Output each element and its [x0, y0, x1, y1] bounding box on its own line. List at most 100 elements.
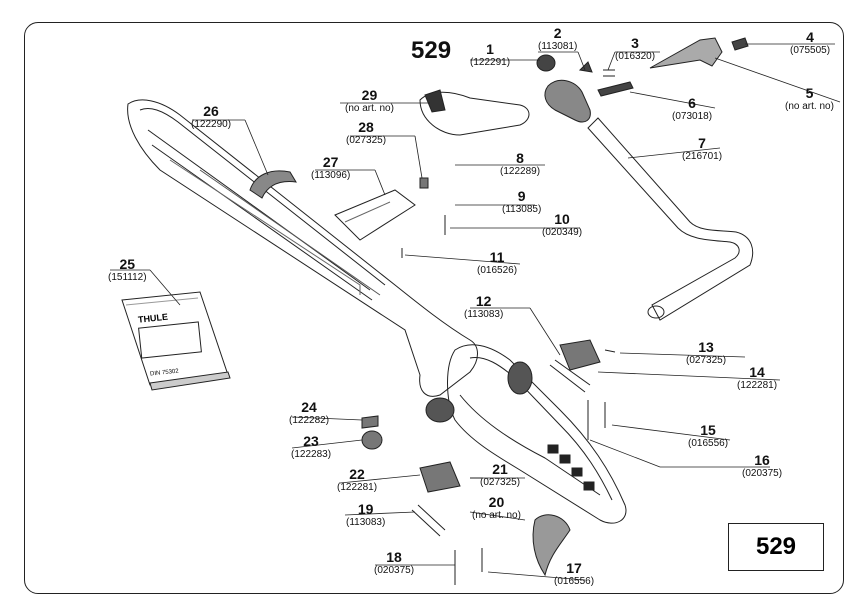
- part-number: 8: [516, 150, 524, 166]
- article-number: (122289): [500, 166, 541, 177]
- part-label-10: 10(020349): [542, 212, 582, 238]
- part-number: 7: [698, 135, 706, 151]
- part-label-2: 2(113081): [538, 26, 577, 52]
- part-number: 9: [517, 188, 526, 204]
- article-number: (016526): [477, 265, 518, 276]
- part-number: 4: [806, 29, 814, 45]
- part-number: 22: [349, 466, 365, 482]
- part-label-16: 16(020375): [742, 453, 782, 479]
- clamp-parts-right: [549, 339, 616, 440]
- part-number: 6: [688, 95, 696, 111]
- part-label-8: 8(122289): [500, 151, 540, 177]
- article-number: (no art. no): [345, 103, 394, 114]
- part-number: 20: [488, 494, 505, 510]
- part-number: 11: [489, 249, 505, 265]
- cover-part: [419, 89, 530, 136]
- article-number: (122291): [470, 57, 511, 68]
- part-label-4: 4(075505): [790, 30, 830, 56]
- part-label-3: 3(016320): [615, 36, 655, 62]
- article-number: (113081): [538, 41, 578, 52]
- part-label-29: 29(no art. no): [345, 88, 394, 114]
- article-number: (122290): [191, 119, 232, 130]
- part-number: 25: [119, 256, 136, 272]
- part-number: 16: [754, 452, 770, 468]
- article-number: (020375): [374, 565, 415, 576]
- knob-assembly: [536, 37, 749, 123]
- article-number: (027325): [480, 477, 521, 488]
- part-number: 19: [357, 501, 374, 517]
- part-number: 2: [553, 25, 562, 41]
- bracket-plate: [334, 189, 416, 241]
- part-number: 12: [475, 293, 492, 309]
- part-label-12: 12(113083): [464, 294, 503, 320]
- part-number: 17: [566, 560, 582, 576]
- manual-brand: THULE: [138, 312, 169, 325]
- curved-handle-bar: [587, 117, 754, 321]
- article-number: (113083): [464, 309, 504, 320]
- article-number: (122281): [737, 380, 778, 391]
- part-number: 27: [322, 154, 339, 170]
- part-label-11: 11(016526): [477, 250, 517, 276]
- manual-code: DIN 75302: [150, 369, 180, 378]
- part-number: 3: [631, 35, 639, 51]
- part-number: 13: [698, 339, 714, 355]
- part-label-14: 14(122281): [737, 365, 777, 391]
- main-frame-arm: [127, 99, 478, 397]
- diagram-frame: [24, 22, 844, 594]
- article-number: (no art. no): [472, 510, 521, 521]
- wheel-tray: [425, 344, 627, 524]
- part-label-7: 7(216701): [682, 136, 722, 162]
- part-label-21: 21(027325): [480, 462, 520, 488]
- part-label-1: 1(122291): [470, 42, 510, 68]
- article-number: (020375): [742, 468, 783, 479]
- article-number: (113096): [311, 170, 351, 181]
- part-label-9: 9(113085): [502, 189, 541, 215]
- part-label-24: 24(122282): [289, 400, 329, 426]
- article-number: (216701): [682, 151, 723, 162]
- part-label-13: 13(027325): [686, 340, 726, 366]
- part-label-15: 15(016556): [688, 423, 728, 449]
- part-label-23: 23(122283): [291, 434, 331, 460]
- diagram-title: 529: [411, 37, 452, 64]
- article-number: (113083): [346, 517, 386, 528]
- diagram-number-box: 529: [728, 523, 824, 571]
- article-number: (027325): [686, 355, 727, 366]
- part-number: 24: [301, 399, 317, 415]
- article-number: (113085): [502, 204, 542, 215]
- leader-lines: [110, 43, 841, 581]
- part-label-5: 5(no art. no): [785, 86, 834, 112]
- article-number: (122282): [289, 415, 330, 426]
- article-number: (073018): [672, 111, 713, 122]
- article-number: (122281): [337, 482, 378, 493]
- part-label-22: 22(122281): [337, 467, 377, 493]
- article-number: (027325): [346, 135, 387, 146]
- article-number: (016320): [615, 51, 656, 62]
- part-label-20: 20(no art. no): [472, 495, 521, 521]
- article-number: (no art. no): [785, 101, 834, 112]
- article-number: (020349): [542, 227, 583, 238]
- part-number: 18: [386, 549, 402, 565]
- part-number: 26: [203, 103, 219, 119]
- part-label-27: 27(113096): [311, 155, 350, 181]
- part-label-19: 19(113083): [346, 502, 385, 528]
- manual-booklet: [121, 291, 231, 391]
- article-number: (151112): [108, 272, 147, 283]
- article-number: (122283): [291, 449, 332, 460]
- clamp-parts-bottom: [411, 461, 571, 585]
- part-number: 1: [486, 41, 494, 57]
- part-label-28: 28(027325): [346, 120, 386, 146]
- part-label-6: 6(073018): [672, 96, 712, 122]
- part-number: 10: [554, 211, 570, 227]
- part-number: 29: [361, 87, 378, 103]
- article-number: (075505): [790, 45, 831, 56]
- part-label-26: 26(122290): [191, 104, 231, 130]
- article-number: (016556): [554, 576, 595, 587]
- part-number: 14: [749, 364, 765, 380]
- part-number: 23: [303, 433, 319, 449]
- part-label-18: 18(020375): [374, 550, 414, 576]
- part-label-25: 25(151112): [108, 257, 147, 283]
- part-number: 15: [700, 422, 716, 438]
- part-label-17: 17(016556): [554, 561, 594, 587]
- part-number: 5: [805, 85, 814, 101]
